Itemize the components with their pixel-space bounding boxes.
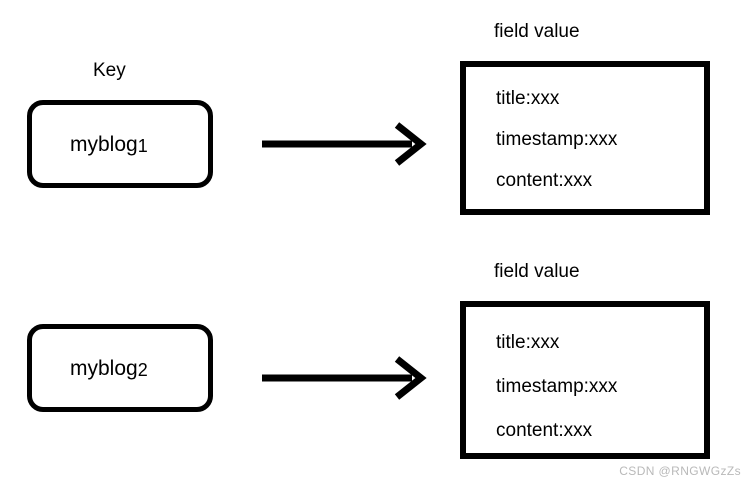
key-label-text: myblog <box>70 356 138 380</box>
field-list: title:xxx timestamp:xxx content:xxx <box>466 307 704 440</box>
field-list: title:xxx timestamp:xxx content:xxx <box>466 67 704 190</box>
field-item: title:xxx <box>496 332 560 353</box>
field-value-box-1: title:xxx timestamp:xxx content:xxx <box>460 61 710 215</box>
field-item: content:xxx <box>496 420 593 441</box>
key-caption: Key <box>93 60 126 81</box>
key-label-index: 2 <box>137 359 148 380</box>
key-label-text: myblog <box>70 132 138 156</box>
field-item: timestamp:xxx <box>496 129 618 150</box>
arrow-right-icon <box>262 356 427 400</box>
key-box-label: myblog2 <box>32 358 148 379</box>
watermark: CSDN @RNGWGzZs <box>619 464 741 478</box>
arrow-right-icon <box>262 122 427 166</box>
field-value-caption: field value <box>494 261 580 282</box>
field-value-caption: field value <box>494 21 580 42</box>
key-box-myblog1: myblog1 <box>27 100 213 188</box>
key-box-label: myblog1 <box>32 134 148 155</box>
field-value-box-2: title:xxx timestamp:xxx content:xxx <box>460 301 710 459</box>
key-box-myblog2: myblog2 <box>27 324 213 412</box>
field-item: content:xxx <box>496 170 593 191</box>
key-label-index: 1 <box>137 135 148 156</box>
field-item: timestamp:xxx <box>496 376 618 397</box>
field-item: title:xxx <box>496 88 560 109</box>
